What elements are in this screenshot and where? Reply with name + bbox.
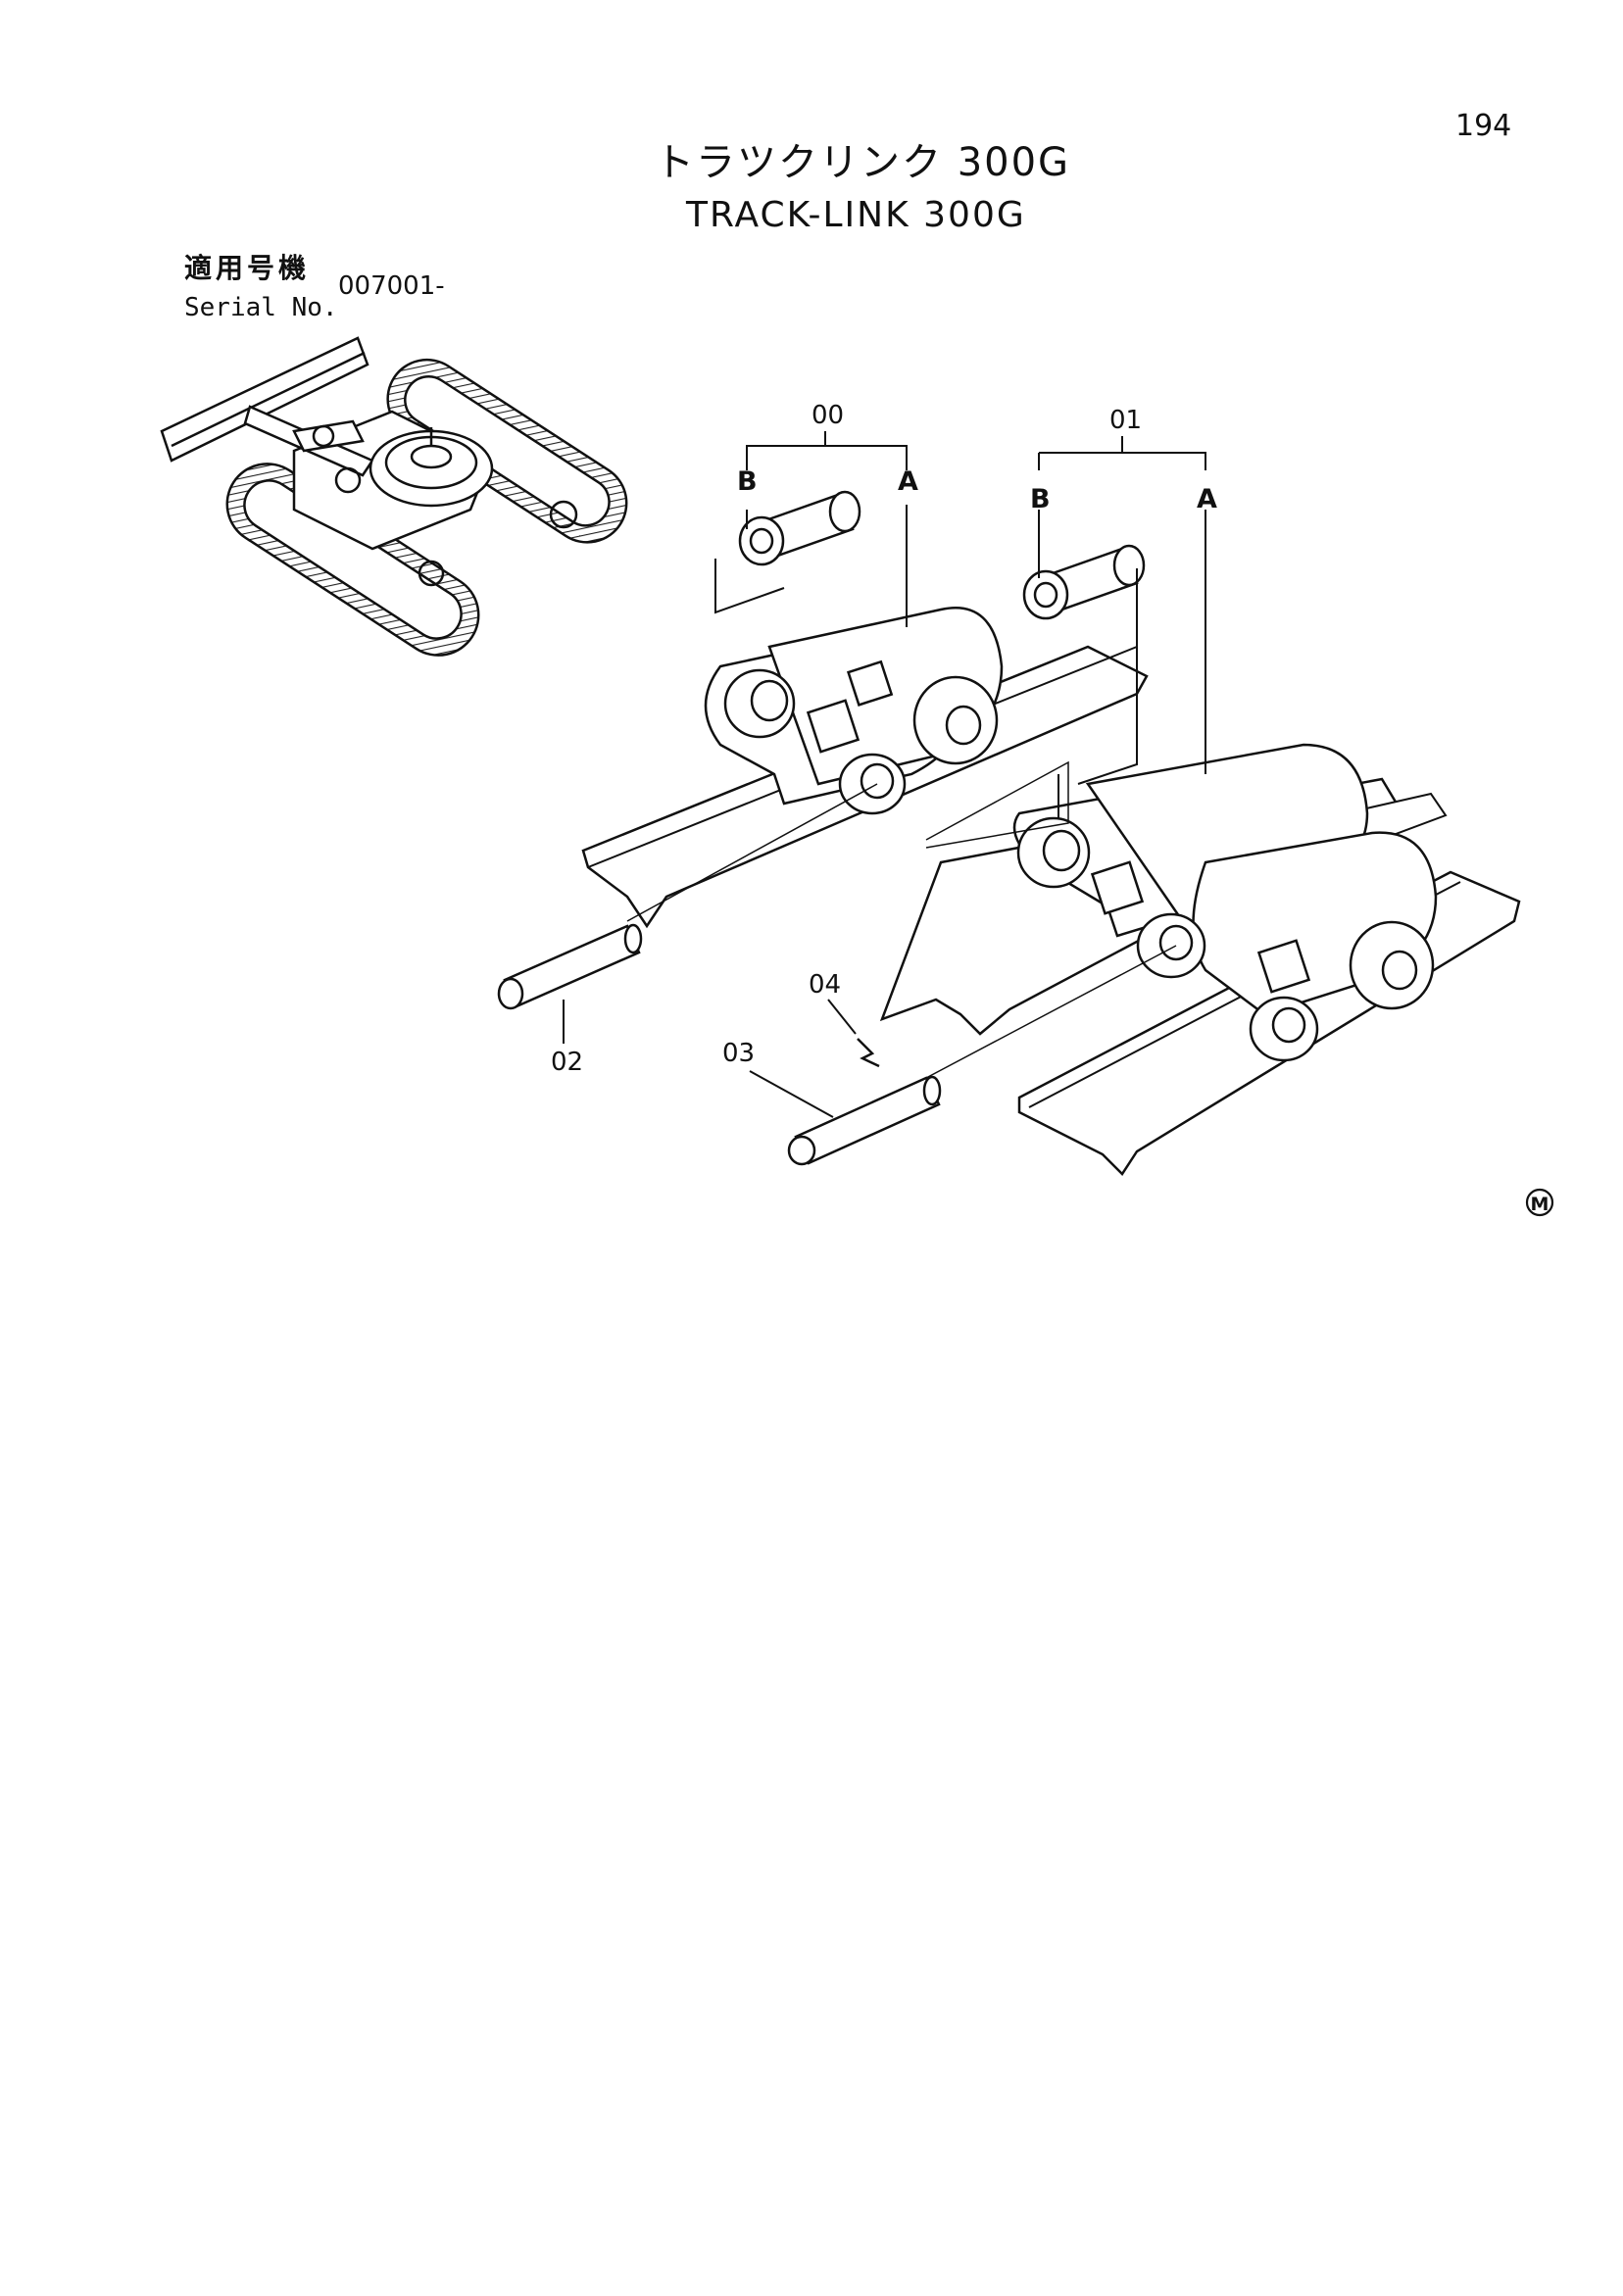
track-link-assembly-00 <box>704 607 1004 815</box>
excavator-thumbnail-icon <box>160 336 628 657</box>
pin-icon <box>497 923 942 1166</box>
callout-01: 01 <box>1109 406 1142 435</box>
callout-04: 04 <box>809 970 841 1000</box>
bushing-icon <box>738 490 1146 620</box>
track-link-assembly-01 <box>1012 743 1438 1062</box>
callout-leaders <box>563 431 1206 1118</box>
page-number: 194 <box>1455 109 1512 143</box>
callout-end-b-01: B <box>1030 484 1051 514</box>
circled-m-letter: M <box>1531 1194 1549 1215</box>
callout-end-a-00: A <box>898 466 918 497</box>
callout-end-a-01: A <box>1197 484 1217 514</box>
serial-label-english: Serial No. <box>184 293 338 322</box>
page-title-english: TRACK-LINK 300G <box>686 195 1026 235</box>
callout-end-b-00: B <box>737 466 758 497</box>
serial-number-value: 007001- <box>338 271 445 301</box>
callout-02: 02 <box>551 1048 583 1077</box>
callout-00: 00 <box>812 401 844 430</box>
serial-label-japanese: 適用号機 <box>184 252 311 284</box>
page-title-japanese: トラツクリンク 300G <box>655 140 1071 185</box>
callout-03: 03 <box>722 1039 755 1068</box>
circled-m-icon: M <box>1525 1188 1554 1217</box>
